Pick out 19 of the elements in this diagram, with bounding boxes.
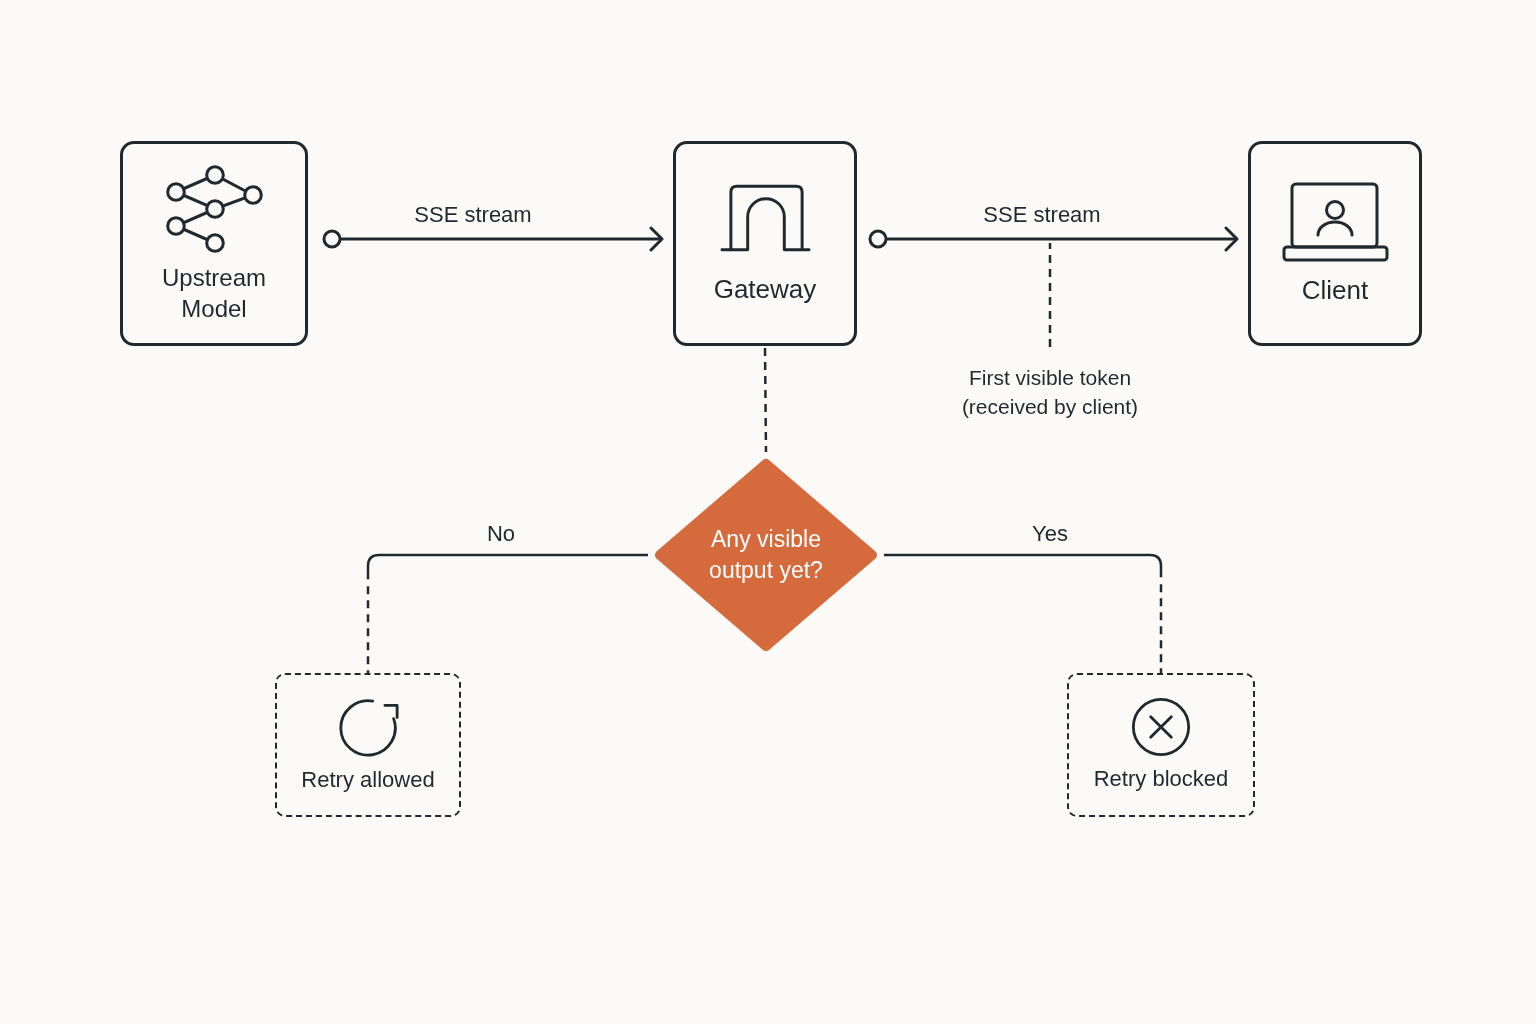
connector-line [884, 553, 1163, 673]
arrow [868, 226, 1239, 252]
connector-line [366, 553, 648, 673]
process-box [673, 141, 857, 346]
annotation-text: First visible token (received by client) [935, 363, 1165, 425]
node-label: Retry blocked [1093, 765, 1229, 793]
decision-diamond [654, 458, 878, 652]
node-label: Client [1301, 273, 1369, 306]
node-label: Retry allowed [301, 766, 435, 794]
leader-line [1048, 243, 1052, 347]
process-box [1248, 141, 1422, 346]
process-box [120, 141, 308, 346]
dashed-outcome-box [275, 673, 461, 817]
connector-line [763, 348, 768, 452]
node-label: Any visible output yet? [708, 525, 824, 585]
arrow [322, 226, 664, 252]
dashed-outcome-box [1067, 673, 1255, 817]
node-label: Gateway [713, 272, 817, 305]
node-label: Upstream Model [161, 262, 267, 324]
